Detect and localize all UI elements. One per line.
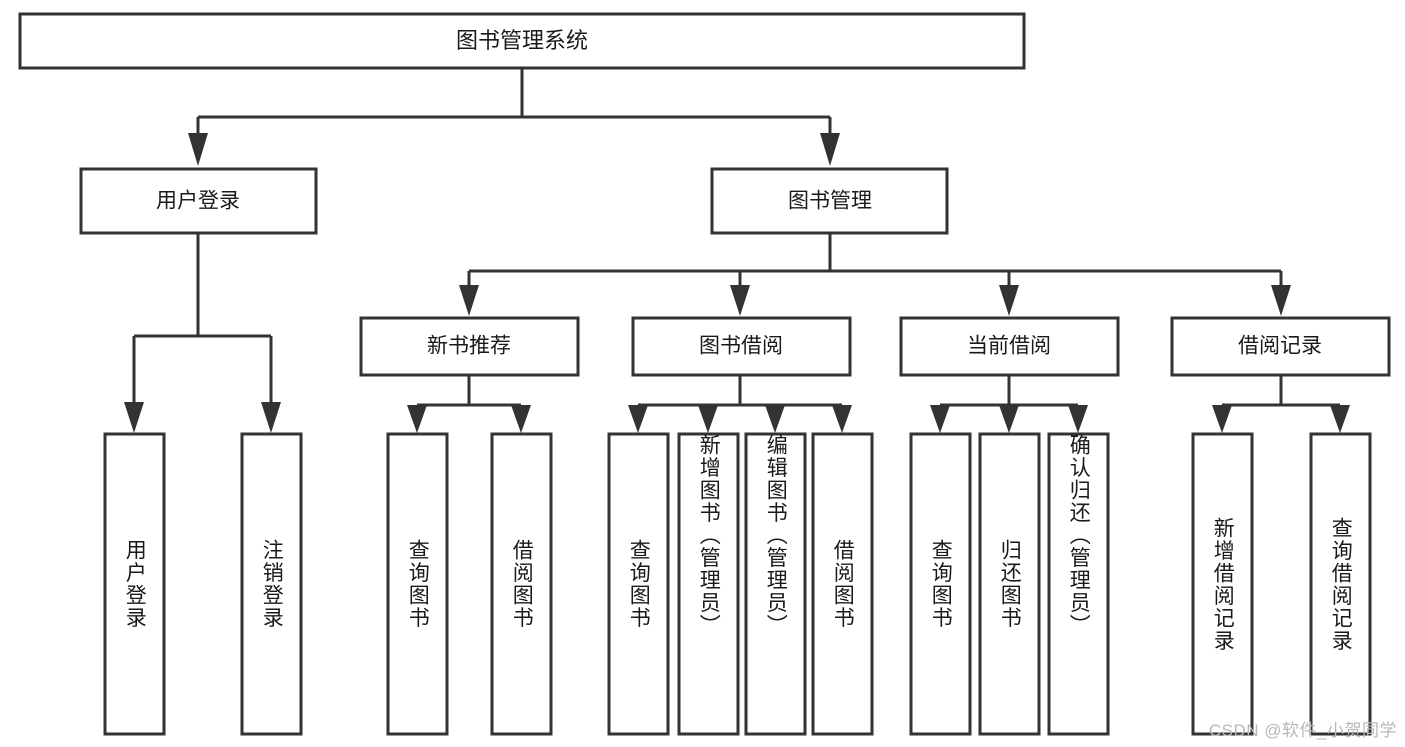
- node-new-book-recommend[interactable]: [359, 316, 580, 377]
- node-book-management-label: 图书管理: [788, 190, 872, 213]
- node-leaf-current-borrow-1[interactable]: [978, 432, 1041, 736]
- arrow-root-to-user-login: [188, 133, 208, 166]
- node-borrow-record-label: 借阅记录: [1238, 335, 1322, 358]
- node-leaf-borrow-record-1[interactable]: [1309, 432, 1372, 736]
- node-leaf-user-login-0[interactable]: [103, 432, 166, 736]
- arrow-root-to-book-mgmt: [820, 133, 840, 166]
- arrow-book-mgmt-to-current-borrow: [999, 285, 1019, 316]
- node-user-login[interactable]: [79, 167, 318, 235]
- node-book-borrow-label: 图书借阅: [699, 335, 783, 358]
- node-current-borrow-label: 当前借阅: [967, 335, 1051, 358]
- arrow-book-borrow-leaf-1: [698, 405, 718, 433]
- arrow-user-login-leaf-1: [261, 402, 281, 433]
- arrow-current-borrow-leaf-0: [930, 405, 950, 433]
- arrow-book-mgmt-to-borrow-record: [1271, 285, 1291, 316]
- arrow-borrow-record-leaf-0: [1212, 405, 1232, 433]
- node-leaf-book-borrow-3[interactable]: [811, 432, 874, 736]
- arrow-book-borrow-leaf-0: [628, 405, 648, 433]
- csdn-watermark: CSDN @软件_小贺同学: [1208, 721, 1397, 740]
- node-current-borrow[interactable]: [899, 316, 1120, 377]
- node-leaf-current-borrow-2[interactable]: [1047, 432, 1110, 736]
- node-leaf-book-borrow-2[interactable]: [744, 432, 807, 736]
- node-leaf-borrow-record-0[interactable]: [1191, 432, 1254, 736]
- arrow-book-borrow-leaf-2: [765, 405, 785, 433]
- node-new-book-recommend-label: 新书推荐: [427, 335, 511, 358]
- arrow-current-borrow-leaf-1: [999, 405, 1019, 433]
- node-leaf-book-borrow-0[interactable]: [607, 432, 670, 736]
- arrow-borrow-record-leaf-1: [1330, 405, 1350, 433]
- node-book-management[interactable]: [710, 167, 949, 235]
- arrow-new-book-leaf-1: [511, 405, 531, 433]
- node-leaf-current-borrow-0[interactable]: [909, 432, 972, 736]
- node-root[interactable]: [18, 12, 1026, 70]
- node-root-label: 图书管理系统: [456, 28, 588, 53]
- node-user-login-label: 用户登录: [156, 190, 240, 213]
- arrow-user-login-leaf-0: [124, 402, 144, 433]
- arrow-book-mgmt-to-book-borrow: [730, 285, 750, 316]
- node-book-borrow[interactable]: [631, 316, 852, 377]
- node-leaf-new-book-1[interactable]: [490, 432, 553, 736]
- node-leaf-user-login-1[interactable]: [240, 432, 303, 736]
- node-leaf-new-book-0[interactable]: [386, 432, 449, 736]
- arrow-book-mgmt-to-new-book: [459, 285, 479, 316]
- arrow-book-borrow-leaf-3: [832, 405, 852, 433]
- arrow-current-borrow-leaf-2: [1068, 405, 1088, 433]
- node-leaf-book-borrow-1[interactable]: [677, 432, 740, 736]
- node-borrow-record[interactable]: [1170, 316, 1391, 377]
- arrow-new-book-leaf-0: [407, 405, 427, 433]
